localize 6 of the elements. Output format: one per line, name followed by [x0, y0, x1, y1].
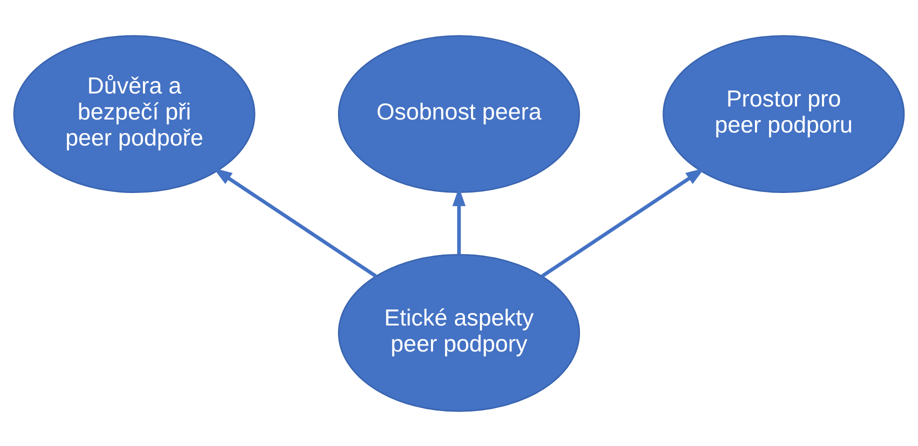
arrow: [213, 168, 377, 278]
node-ellipse: Osobnost peera: [338, 34, 580, 193]
arrow: [541, 168, 705, 278]
node-ellipse: Prostor pro peer podporu: [662, 34, 905, 193]
node-ellipse: Důvěra a bezpečí při peer podpoře: [13, 34, 256, 193]
node-ellipse: Etické aspekty peer podpory: [338, 253, 580, 412]
